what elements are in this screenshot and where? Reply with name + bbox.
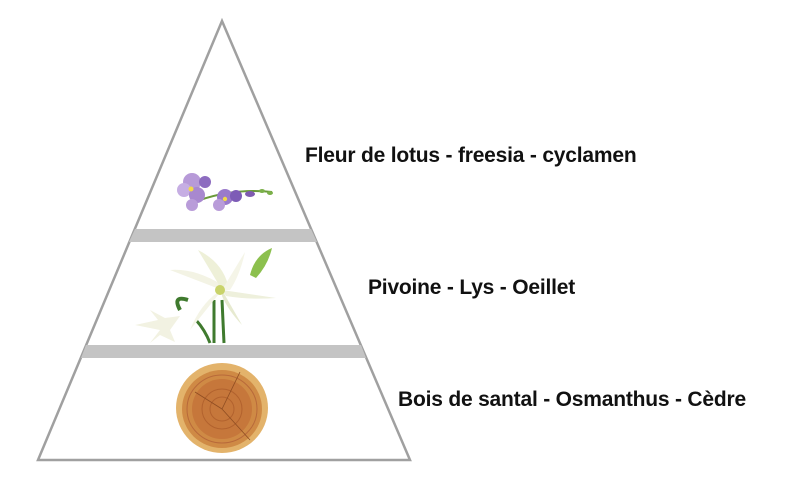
freesia-flower-icon <box>177 173 273 211</box>
tier-divider-bottom <box>81 345 366 358</box>
top-notes-label: Fleur de lotus - freesia - cyclamen <box>305 144 637 167</box>
heart-notes-label: Pivoine - Lys - Oeillet <box>368 276 576 299</box>
lily-flower-icon <box>135 248 276 344</box>
base-notes-label: Bois de santal - Osmanthus - Cèdre <box>398 388 746 411</box>
tier-divider-top <box>129 229 317 242</box>
wood-slice-icon <box>176 363 268 453</box>
